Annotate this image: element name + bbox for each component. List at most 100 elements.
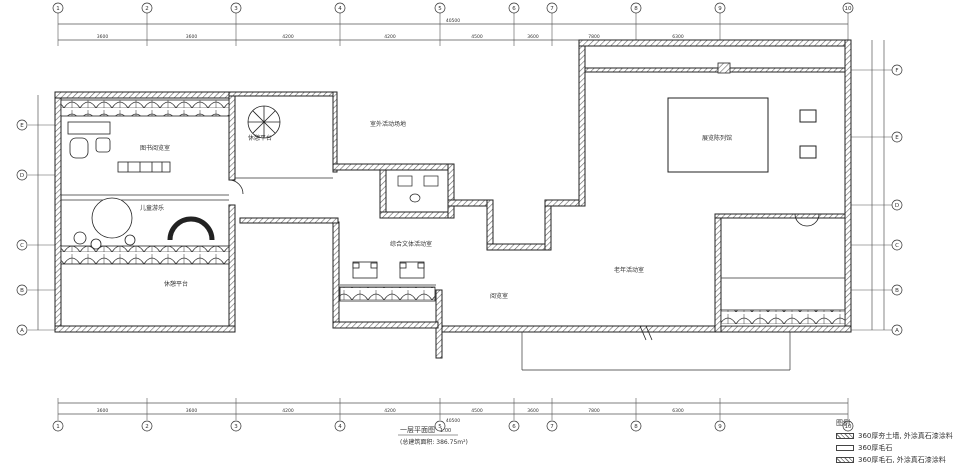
right-grid-axes: F E D C B A: [851, 64, 903, 336]
svg-text:3: 3: [234, 6, 238, 12]
grid-bubble-bottom: 6: [508, 420, 520, 432]
grid-bubble-right: A: [891, 324, 903, 336]
dimension-label: 4200: [282, 34, 294, 40]
dimension-label: 7800: [588, 34, 600, 40]
svg-text:1: 1: [56, 424, 60, 430]
grid-bubble-right: C: [891, 239, 903, 251]
top-dimension: [58, 23, 848, 41]
svg-text:7: 7: [550, 6, 554, 12]
room-label-library: 图书阅览室: [140, 144, 170, 152]
svg-text:C: C: [20, 243, 24, 249]
dimension-total: 40500: [446, 18, 460, 24]
dimension-label: 3600: [527, 34, 539, 40]
svg-text:5: 5: [438, 6, 442, 12]
children-play-equipment: [73, 197, 215, 250]
legend-item: 360厚毛石, 外涂真石漆涂料: [836, 454, 956, 466]
svg-text:E: E: [20, 123, 24, 129]
umbrella-icon: [247, 105, 281, 139]
left-grid-axes: E D C B A: [16, 119, 55, 336]
plan-scale: 1:00: [440, 428, 451, 434]
grid-bubble-top: 1: [52, 2, 64, 14]
legend-label: 360厚毛石: [858, 444, 893, 452]
room-label-terrace-lower: 休憩平台: [164, 280, 188, 288]
svg-text:1: 1: [56, 6, 60, 12]
grid-bubble-bottom: 9: [714, 420, 726, 432]
svg-text:A: A: [20, 328, 24, 334]
legend-swatch-plain: [836, 445, 854, 451]
grid-bubble-left: E: [16, 119, 28, 131]
dimension-label: 4500: [471, 34, 483, 40]
svg-text:A: A: [895, 328, 899, 334]
legend-item: 360厚毛石: [836, 442, 956, 454]
grid-bubble-top: 2: [141, 2, 153, 14]
dimension-label: 4500: [471, 408, 483, 414]
dimension-label: 6300: [672, 408, 684, 414]
legend-item: 360厚夯土墙, 外涂真石漆涂料: [836, 430, 956, 442]
svg-text:6: 6: [512, 424, 516, 430]
legend: 图例 360厚夯土墙, 外涂真石漆涂料 360厚毛石 360厚毛石, 外涂真石漆…: [836, 418, 956, 466]
legend-heading: 图例: [836, 419, 850, 427]
legend-swatch-hatch: [836, 433, 854, 439]
svg-text:6: 6: [512, 6, 516, 12]
svg-text:8: 8: [634, 424, 638, 430]
exhibition-display: [667, 97, 817, 173]
legend-label: 360厚毛石, 外涂真石漆涂料: [858, 456, 946, 464]
plan-title: 一层平面图: [400, 426, 435, 434]
dimension-label: 7800: [588, 408, 600, 414]
dimension-label: 3600: [527, 408, 539, 414]
grid-bubble-top: 6: [508, 2, 520, 14]
grid-bubble-left: B: [16, 284, 28, 296]
grid-bubble-right: D: [891, 199, 903, 211]
drawing-title: 一层平面图 1:00 (总建筑面积: 386.75m²): [398, 426, 468, 446]
dimension-label: 4200: [282, 408, 294, 414]
svg-text:10: 10: [845, 6, 852, 12]
grid-bubble-bottom: 1: [52, 420, 64, 432]
svg-text:7: 7: [550, 424, 554, 430]
svg-text:4: 4: [338, 6, 342, 12]
grid-bubble-bottom: 3: [230, 420, 242, 432]
library-furniture: [67, 121, 171, 173]
toilet-fixtures: [397, 175, 439, 203]
dimension-label: 4200: [384, 34, 396, 40]
dimension-label: 3600: [186, 408, 198, 414]
room-label-terrace-upper: 休憩平台: [248, 134, 272, 142]
room-label-multi: 综合文体活动室: [390, 240, 432, 248]
svg-text:D: D: [20, 173, 24, 179]
dimension-label: 4200: [384, 408, 396, 414]
dimension-label: 3600: [97, 34, 109, 40]
room-label-reading: 阅览室: [490, 292, 508, 300]
grid-bubble-bottom: 4: [334, 420, 346, 432]
interior-lines: [61, 177, 845, 371]
grid-bubble-top: 4: [334, 2, 346, 14]
room-label-outdoor: 室外活动场地: [370, 120, 406, 128]
right-dimension: [871, 40, 885, 330]
svg-text:8: 8: [634, 6, 638, 12]
grid-bubble-top: 10: [842, 2, 854, 14]
svg-text:9: 9: [718, 424, 722, 430]
room-label-children: 儿童游乐: [140, 204, 164, 212]
grid-bubble-top: 8: [630, 2, 642, 14]
grid-bubble-left: A: [16, 324, 28, 336]
bottom-dimension: [58, 402, 848, 415]
grid-bubble-top: 9: [714, 2, 726, 14]
grid-bubble-right: E: [891, 131, 903, 143]
svg-text:D: D: [895, 203, 899, 209]
grid-bubble-right: B: [891, 284, 903, 296]
svg-text:2: 2: [145, 424, 149, 430]
room-label-elderly: 老年活动室: [614, 266, 644, 274]
room-label-exhibition: 展览陈列馆: [702, 134, 732, 142]
grid-bubble-left: C: [16, 239, 28, 251]
svg-text:2: 2: [145, 6, 149, 12]
grid-bubble-right: F: [891, 64, 903, 76]
dimension-label: 3600: [186, 34, 198, 40]
svg-text:F: F: [895, 68, 898, 74]
legend-swatch-hatch: [836, 457, 854, 463]
grid-bubble-bottom: 2: [141, 420, 153, 432]
svg-text:C: C: [895, 243, 899, 249]
grid-bubble-top: 7: [546, 2, 558, 14]
grid-bubble-bottom: 8: [630, 420, 642, 432]
svg-text:10: 10: [845, 424, 852, 430]
